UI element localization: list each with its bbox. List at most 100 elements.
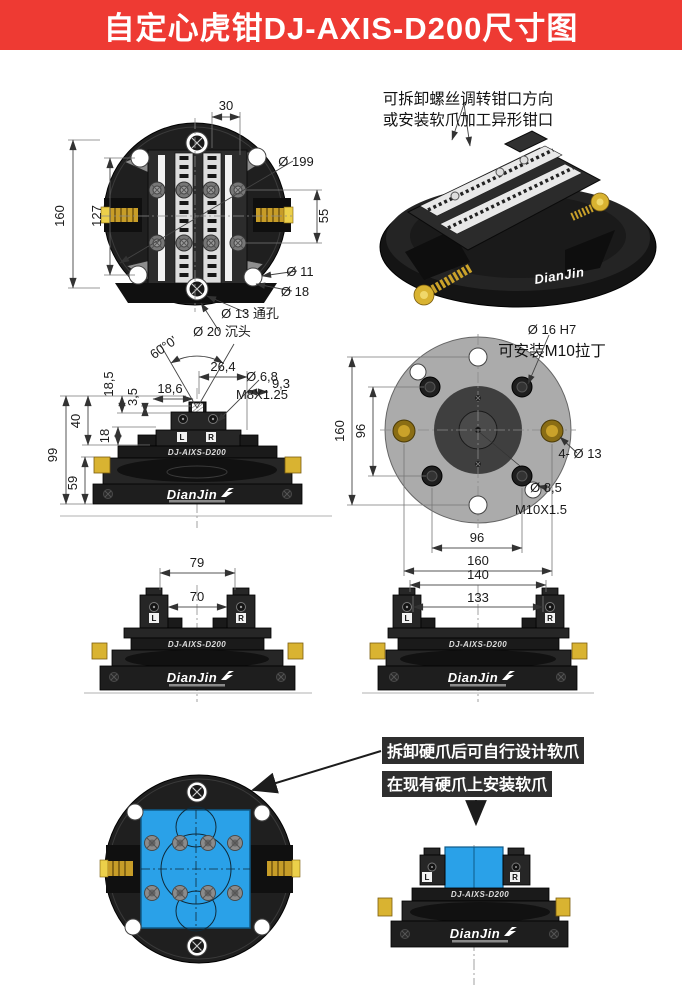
soft-jaw-front-view: L R DJ-AIXS-D200 DianJin xyxy=(377,845,571,985)
model-label: DJ-AIXS-D200 xyxy=(168,640,226,649)
dim-angle: 60°0' xyxy=(147,333,180,362)
boss-screws xyxy=(475,395,481,467)
dim-18-5: 18,5 xyxy=(101,371,116,396)
bowl-recess xyxy=(125,650,269,668)
lightning-icon xyxy=(500,671,515,685)
center-screw-bottom xyxy=(185,277,209,301)
jaw-right-badge xyxy=(236,613,246,623)
side-screw-right xyxy=(284,456,302,474)
page-title: 自定心虎钳DJ-AXIS-D200尺寸图 xyxy=(103,10,579,46)
brand-logo: DianJin xyxy=(448,670,498,685)
side-screw-left xyxy=(377,897,393,917)
iso-screw-left xyxy=(413,264,473,306)
jaw-right-badge xyxy=(510,872,520,882)
jaw-left-badge xyxy=(402,613,412,623)
center-screw-bottom xyxy=(186,935,208,957)
dim-9-3: 9,3 xyxy=(272,376,290,391)
base-screws xyxy=(400,929,559,939)
socket-screws xyxy=(419,376,533,487)
iso-note-line2: 或安装软爪加工异形钳口 xyxy=(383,111,554,129)
front-view: L R DJ-AIXS-D200 DianJin 60°0' 26,4 18,6… xyxy=(45,333,332,528)
svg-text:R: R xyxy=(208,433,214,442)
dia-13-through: Ø 13 通孔 xyxy=(221,306,279,321)
base-screws xyxy=(109,672,286,682)
jaw-right-badge xyxy=(206,432,216,442)
iso-view: DianJin 可拆卸螺丝调转钳口方向 或安装软爪加工异形钳口 xyxy=(379,90,657,308)
jaw-left-badge xyxy=(149,613,159,623)
front-view-dimensions: 60°0' 26,4 18,6 9,3 18,5 3,5 99 40 18 59… xyxy=(45,333,290,505)
pull-stud-note: 可安装M10拉丁 xyxy=(498,342,606,360)
side-screw-right xyxy=(555,897,571,917)
top-view: 30 160 127 55 Ø 199 Ø 11 Ø 18 Ø 13 通孔 Ø … xyxy=(52,98,331,339)
dim-160: 160 xyxy=(52,205,67,227)
center-screw-top xyxy=(185,131,209,155)
note-banner-2 xyxy=(382,771,552,797)
dim-59: 59 xyxy=(65,476,80,490)
side-screw-left xyxy=(369,642,386,660)
dim-3-5: 3,5 xyxy=(125,388,140,406)
dia-20-counterbore: Ø 20 沉头 xyxy=(193,324,251,339)
dia-11: Ø 11 xyxy=(286,264,313,279)
dim-96-h: 96 xyxy=(470,530,484,545)
closed-jaw-view: L R DJ-AIXS-D200 DianJin 79 70 xyxy=(84,555,312,702)
dia-16-h7: Ø 16 H7 xyxy=(528,322,576,337)
open-jaw-view: L R DJ-AIXS-D200 DianJin 140 133 xyxy=(362,567,594,702)
center-screw-top xyxy=(186,781,208,803)
soft-jaw-profile-sketch xyxy=(141,806,250,932)
dim-160-v: 160 xyxy=(332,420,347,442)
base-slab xyxy=(92,483,303,505)
svg-text:R: R xyxy=(512,873,518,882)
svg-text:R: R xyxy=(238,614,244,623)
lightning-icon xyxy=(219,671,234,685)
pointer-arrow-left xyxy=(250,750,382,794)
thread-m8: M8X1.25 xyxy=(236,387,288,402)
svg-text:L: L xyxy=(405,614,410,623)
model-label: DJ-AIXS-D200 xyxy=(168,448,226,457)
svg-text:L: L xyxy=(180,433,185,442)
side-screw-right xyxy=(571,642,588,660)
brand-logo: DianJin xyxy=(167,487,217,502)
iso-annotation: 可拆卸螺丝调转钳口方向 或安装软爪加工异形钳口 xyxy=(383,90,554,147)
mount-holes xyxy=(124,803,271,936)
soft-jaw-note-2: 在现有硬爪上安装软爪 xyxy=(387,775,548,794)
side-screw-left xyxy=(91,642,108,660)
soft-jaw-screws xyxy=(144,835,243,901)
toothed-rail-right xyxy=(202,152,222,284)
side-screw-left xyxy=(93,456,111,474)
spring-screw-right xyxy=(256,206,294,224)
iso-note-line1: 可拆卸螺丝调转钳口方向 xyxy=(383,90,554,108)
dim-160-h: 160 xyxy=(467,553,489,568)
thread-m10: M10X1.5 xyxy=(515,502,567,517)
bottom-view-dimensions: 160 96 96 160 Ø 16 H7 可安装M10拉丁 4- Ø 13 Ø… xyxy=(332,322,606,576)
brand-logo: DianJin xyxy=(450,926,500,941)
dim-26-4: 26,4 xyxy=(210,359,235,374)
dim-18: 18 xyxy=(97,429,112,443)
top-view-dimensions: 30 160 127 55 Ø 199 Ø 11 Ø 18 Ø 13 通孔 Ø … xyxy=(52,98,331,339)
holes-4x13: 4- Ø 13 xyxy=(558,446,601,461)
dim-40: 40 xyxy=(68,414,83,428)
dim-127: 127 xyxy=(89,205,104,227)
svg-text:R: R xyxy=(547,614,553,623)
jaw-left-badge xyxy=(422,872,432,882)
dia-18: Ø 18 xyxy=(281,284,309,299)
svg-text:L: L xyxy=(425,873,430,882)
dim-18-6: 18,6 xyxy=(157,381,182,396)
base-screws xyxy=(103,489,292,499)
side-screw-right xyxy=(287,642,304,660)
soft-jaw-annotations: 拆卸硬爪后可自行设计软爪 在现有硬爪上安装软爪 xyxy=(250,737,584,827)
lightning-icon xyxy=(502,927,517,941)
model-label: DJ-AIXS-D200 xyxy=(449,640,507,649)
dim-30: 30 xyxy=(219,98,233,113)
dim-55: 55 xyxy=(316,209,331,223)
title-banner: 自定心虎钳DJ-AXIS-D200尺寸图 xyxy=(0,0,682,50)
bottom-view: 160 96 96 160 Ø 16 H7 可安装M10拉丁 4- Ø 13 Ø… xyxy=(332,322,606,576)
spring-screw-left xyxy=(100,206,138,224)
closed-view-dimensions: 79 70 xyxy=(159,555,236,611)
soft-jaw-note-1: 拆卸硬爪后可自行设计软爪 xyxy=(387,742,580,761)
gold-plug-holes xyxy=(392,419,564,443)
note-banner-1 xyxy=(382,737,584,764)
centerlines xyxy=(100,118,292,312)
soft-jaw-top-view xyxy=(99,774,301,964)
base-slab xyxy=(390,920,569,948)
dim-133: 133 xyxy=(467,590,489,605)
